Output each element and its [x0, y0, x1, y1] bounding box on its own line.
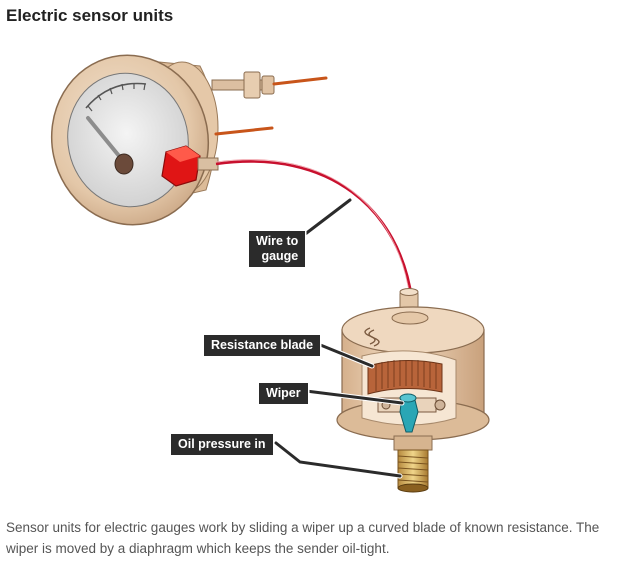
- leader-oil: [274, 441, 402, 478]
- sender-top-boss: [391, 311, 429, 325]
- connector-wire-mid: [214, 126, 274, 136]
- oil-inlet: [397, 483, 429, 493]
- label-wire-to-gauge-line2: gauge: [261, 249, 299, 263]
- gauge-scale: [85, 82, 147, 109]
- resistance-windings: [375, 360, 437, 391]
- label-wire-to-gauge-line1: Wire to: [256, 234, 299, 248]
- leader-wiper: [304, 389, 404, 405]
- resistance-blade: [367, 359, 443, 395]
- diagram-title: Electric sensor units: [6, 6, 174, 25]
- leader-resistance: [316, 342, 374, 368]
- bracket-screw-right: [434, 399, 446, 411]
- sender-terminal-cap: [399, 288, 419, 296]
- label-wire-to-gauge: Wire to gauge: [249, 231, 306, 267]
- connector-collar: [261, 75, 275, 95]
- wire-highlight: [215, 159, 411, 299]
- sender-spring: [364, 327, 380, 347]
- diagram-caption: Sensor units for electric gauges work by…: [6, 520, 600, 556]
- leader-wire-to-gauge: [298, 198, 352, 240]
- wiper-head: [399, 393, 417, 403]
- connector-wire-top: [272, 76, 328, 86]
- sensor-diagram: [50, 54, 490, 493]
- connector-nut: [243, 71, 261, 99]
- sender-hex: [393, 435, 433, 451]
- gauge-ticks: [87, 83, 146, 112]
- gauge-face: [67, 72, 189, 208]
- gauge: [50, 54, 219, 226]
- label-oil-pressure-in: Oil pressure in: [171, 434, 273, 455]
- gauge-connector: [211, 71, 328, 136]
- thread-lines: [397, 455, 429, 483]
- terminal-spade: [197, 157, 219, 171]
- terminal-block: [161, 145, 219, 187]
- sender-unit: [336, 288, 490, 493]
- label-wiper: Wiper: [259, 383, 308, 404]
- leader-lines: [273, 197, 405, 479]
- wire-to-gauge: [215, 160, 414, 301]
- label-resistance-blade: Resistance blade: [204, 335, 321, 356]
- gauge-needle: [86, 116, 126, 164]
- gauge-needle-hub: [114, 153, 134, 175]
- terminal-block-top: [166, 146, 200, 162]
